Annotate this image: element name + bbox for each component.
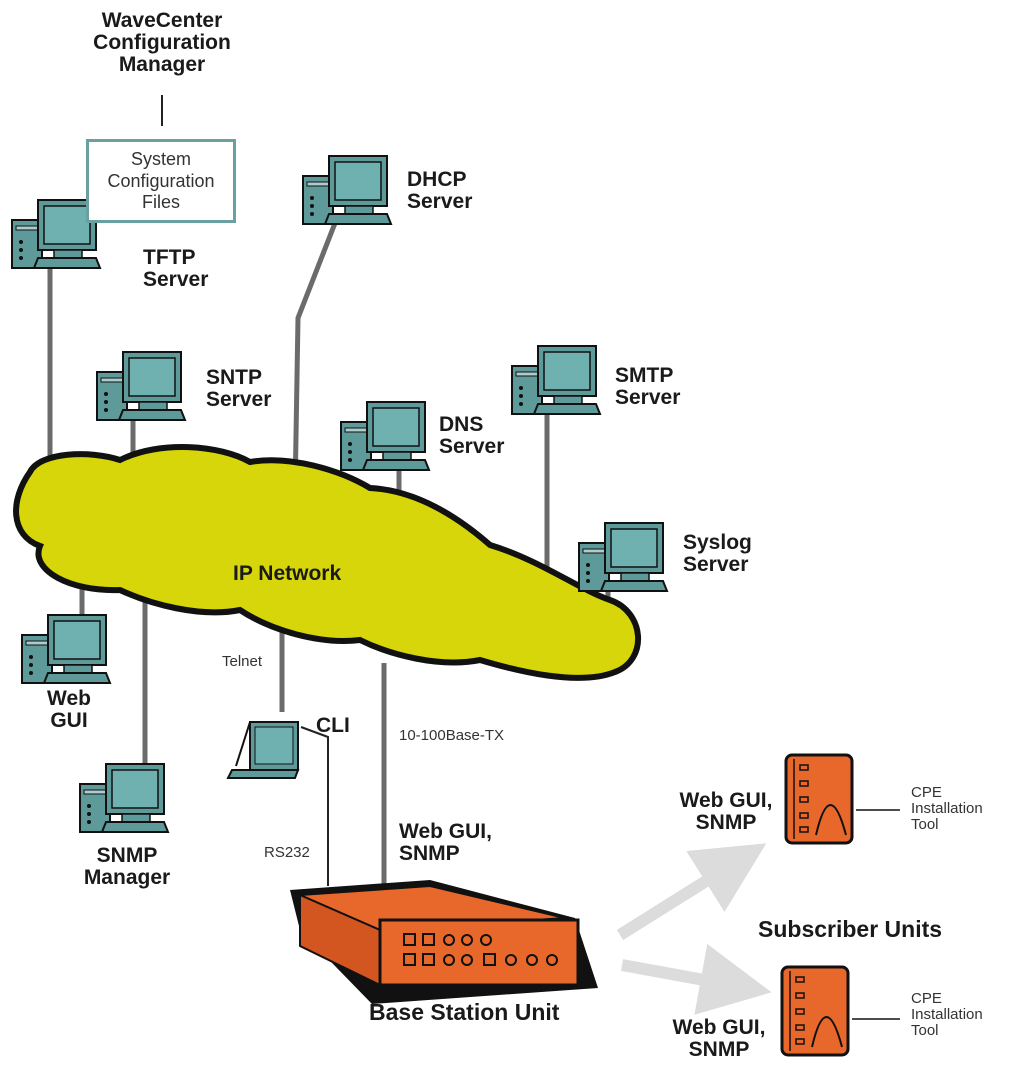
dhcp-server-icon (303, 156, 391, 224)
sntp-server-icon (97, 352, 185, 420)
web-gui-computer-icon (22, 615, 110, 683)
subscriber-unit-1-icon (786, 755, 852, 843)
dns-server-icon (341, 402, 429, 470)
base-station-unit-label: Base Station Unit (369, 1000, 559, 1024)
subscriber-units-label: Subscriber Units (758, 917, 942, 941)
subscriber-arrows (620, 856, 748, 988)
cli-label: CLI (316, 715, 350, 737)
bsu-management-label: Web GUI,SNMP (399, 821, 492, 865)
ip-network-label: IP Network (233, 563, 341, 585)
su1-management-label: Web GUI,SNMP (672, 790, 780, 834)
laptop-icon (228, 722, 298, 778)
smtp-server-icon (512, 346, 600, 414)
telnet-label: Telnet (222, 654, 262, 670)
subscriber-unit-2-icon (782, 967, 848, 1055)
su2-management-label: Web GUI,SNMP (664, 1017, 774, 1061)
ethernet-label: 10-100Base-TX (399, 728, 504, 744)
rs232-label: RS232 (264, 845, 310, 861)
base-station-unit-icon (290, 880, 598, 1004)
snmp-manager-computer-icon (80, 764, 168, 832)
config-manager-label: WaveCenter Configuration Manager (82, 10, 242, 76)
syslog-server-icon (579, 523, 667, 591)
config-files-box: System Configuration Files (86, 139, 236, 223)
